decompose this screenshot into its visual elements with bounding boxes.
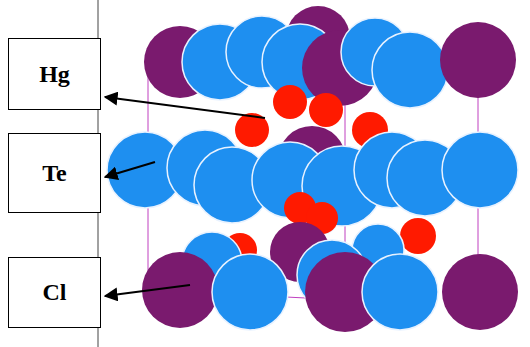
atoms	[107, 6, 518, 332]
atom	[400, 218, 436, 254]
element-label: Cl	[43, 279, 67, 306]
element-label: Hg	[39, 61, 70, 88]
element-label: Te	[42, 160, 66, 187]
label-box: Te	[8, 133, 101, 213]
atom	[442, 254, 518, 330]
label-box: Hg	[8, 38, 101, 110]
atom	[212, 254, 288, 330]
atom	[309, 93, 343, 127]
atom	[372, 32, 448, 108]
atom	[273, 85, 307, 119]
atom	[362, 254, 438, 330]
leader-lines	[105, 97, 265, 296]
label-box: Cl	[8, 257, 101, 328]
atom	[442, 132, 518, 208]
atom	[440, 22, 516, 98]
